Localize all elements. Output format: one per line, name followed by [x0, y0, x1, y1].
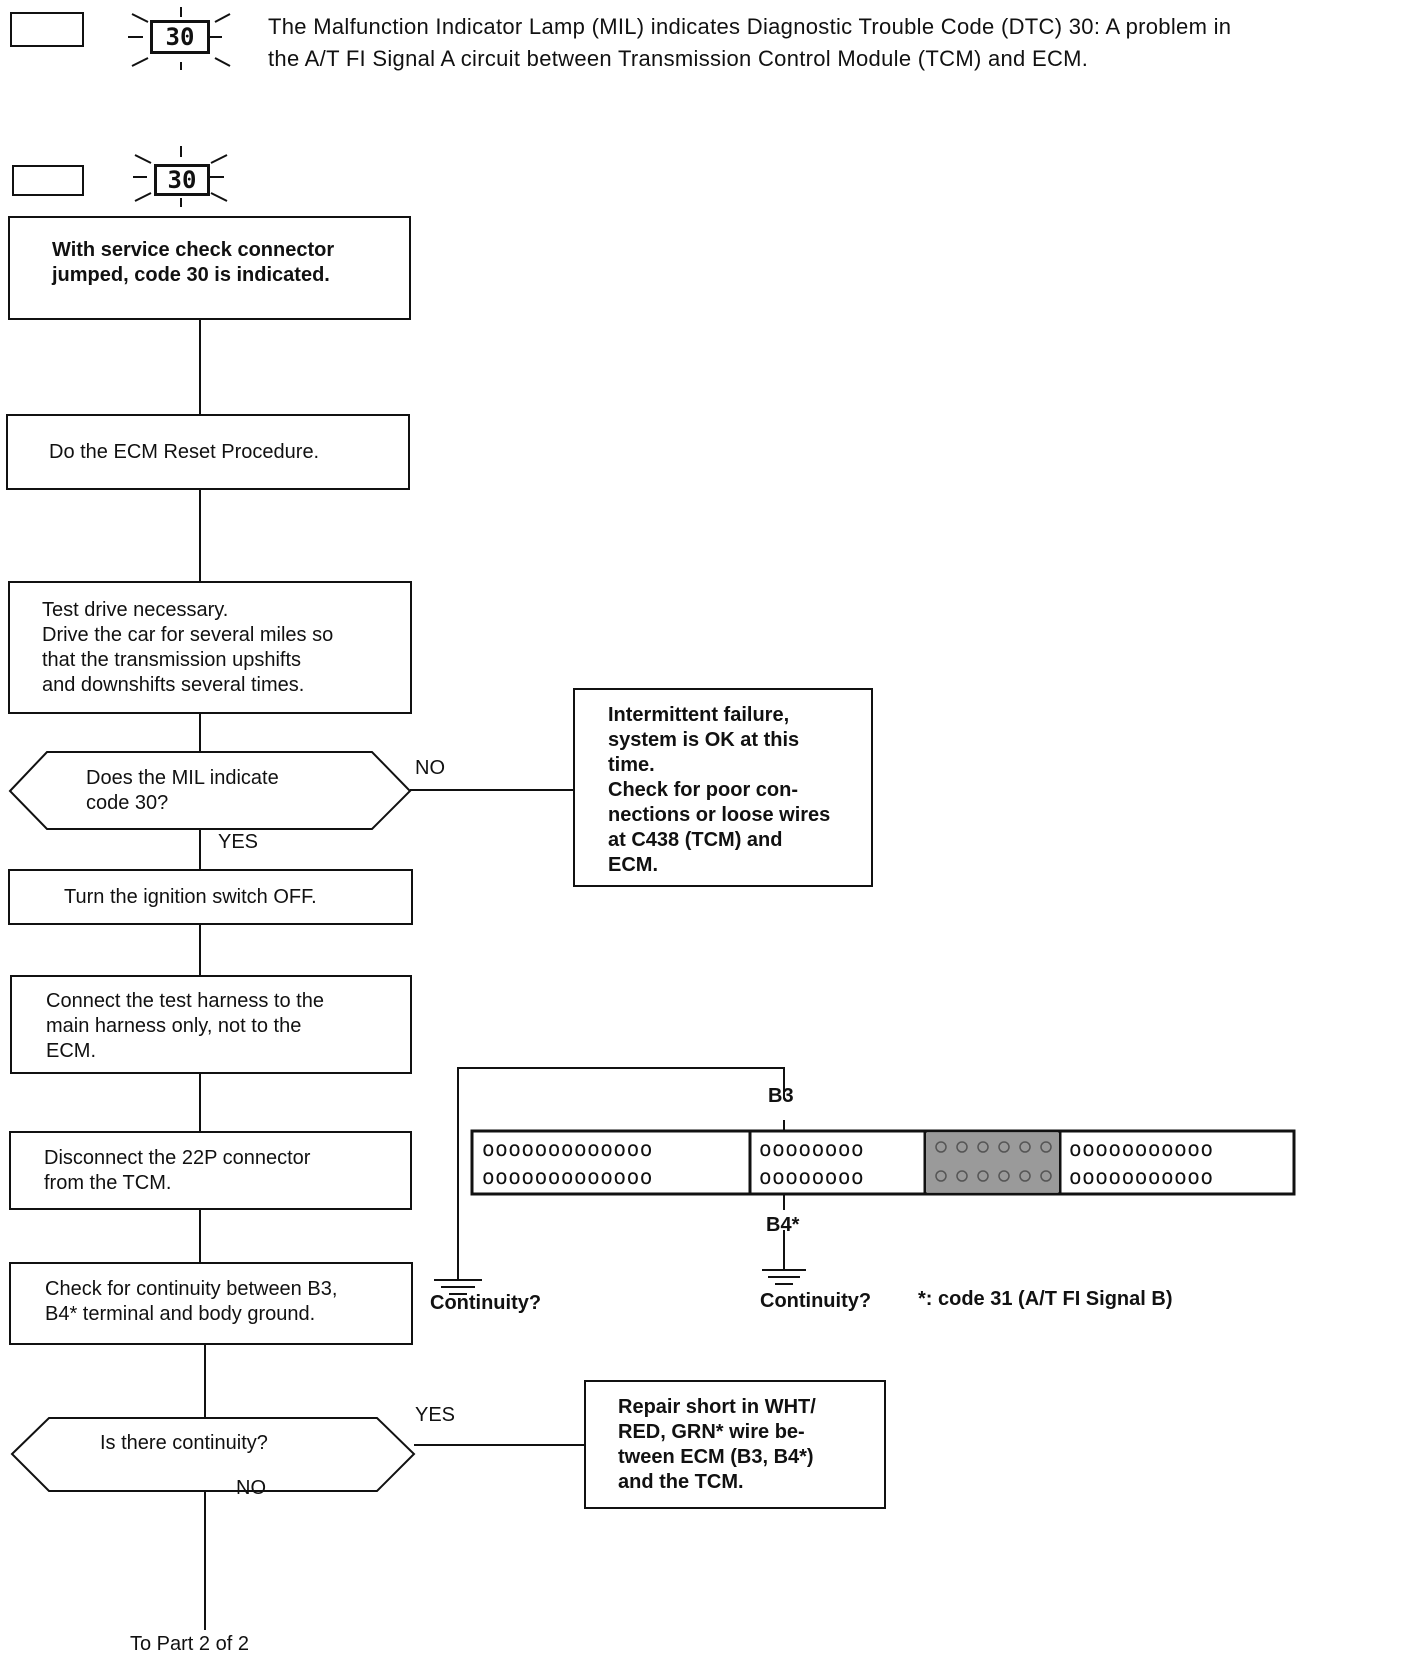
step-box-2: Do the ECM Reset Procedure. — [6, 414, 410, 490]
connector-shaded-section — [926, 1133, 1059, 1192]
step-box-3: Test drive necessary. Drive the car for … — [8, 581, 412, 714]
lamp-rays-icon-2 — [133, 146, 228, 207]
step-box-4: Turn the ignition switch OFF. — [8, 869, 413, 925]
decision1-yes-label: YES — [218, 831, 259, 853]
step-box-7: Check for continuity between B3, B4* ter… — [9, 1262, 413, 1345]
continuity-left-label: Continuity? — [430, 1292, 542, 1314]
pin-b4-label: B4* — [766, 1214, 800, 1236]
ground-icon-right — [762, 1269, 806, 1285]
intermittent-text: Intermittent failure, system is OK at th… — [608, 704, 831, 876]
decision1-shape — [8, 751, 412, 830]
dtc-code: 30 — [165, 23, 195, 51]
header-description-line2: the A/T FI Signal A circuit between Tran… — [268, 46, 1089, 71]
step-box-5: Connect the test harness to the main har… — [10, 975, 412, 1074]
decision1-text: Does the MIL indicate code 30? — [86, 767, 279, 814]
connector-pins-top-1: ooooooooooooo — [482, 1137, 653, 1161]
step-text-3: Test drive necessary. Drive the car for … — [42, 599, 334, 696]
repair-text: Repair short in WHT/ RED, GRN* wire be- … — [618, 1396, 816, 1493]
step-text-4: Turn the ignition switch OFF. — [64, 886, 317, 908]
ground-icon-left — [434, 1279, 482, 1295]
intermittent-box: Intermittent failure, system is OK at th… — [573, 688, 873, 887]
step-text-6: Disconnect the 22P connector from the TC… — [44, 1147, 311, 1194]
mil-lamp-box — [10, 12, 84, 47]
step-text-1: With service check connector jumped, cod… — [52, 239, 335, 286]
step-text-7: Check for continuity between B3, B4* ter… — [45, 1278, 338, 1325]
step-text-5: Connect the test harness to the main har… — [46, 990, 324, 1062]
dtc-code-badge: 30 — [150, 20, 210, 54]
header-description-line1: The Malfunction Indicator Lamp (MIL) ind… — [268, 14, 1232, 39]
mil-lamp-box-2 — [12, 165, 84, 196]
step-box-1: With service check connector jumped, cod… — [8, 216, 411, 320]
step-text-2: Do the ECM Reset Procedure. — [49, 441, 320, 463]
dtc-code-badge-2: 30 — [154, 164, 210, 196]
decision2-shape — [10, 1417, 416, 1492]
step-box-6: Disconnect the 22P connector from the TC… — [9, 1131, 412, 1210]
dtc-code-2: 30 — [167, 166, 197, 194]
repair-box: Repair short in WHT/ RED, GRN* wire be- … — [584, 1380, 886, 1509]
decision2-text: Is there continuity? — [100, 1432, 268, 1454]
decision2-yes-label: YES — [415, 1404, 456, 1426]
footer-text: To Part 2 of 2 — [130, 1633, 249, 1655]
connector-pins-bottom-1: ooooooooooooo — [482, 1165, 653, 1189]
pin-b3-label: B3 — [768, 1085, 794, 1107]
continuity-right-label: Continuity? — [760, 1290, 872, 1312]
footnote-label: *: code 31 (A/T FI Signal B) — [918, 1288, 1173, 1310]
decision2-no-label: NO — [236, 1477, 266, 1499]
connector-pins-bottom-3: ooooooooooo — [1069, 1165, 1214, 1189]
connector-pins-top-3: ooooooooooo — [1069, 1137, 1214, 1161]
lamp-rays-icon — [128, 7, 231, 70]
connector-pins-top-2: oooooooo — [759, 1137, 865, 1161]
decision1-no-label: NO — [415, 757, 445, 779]
connector-pins-bottom-2: oooooooo — [759, 1165, 865, 1189]
connector-22p — [470, 1129, 1296, 1196]
